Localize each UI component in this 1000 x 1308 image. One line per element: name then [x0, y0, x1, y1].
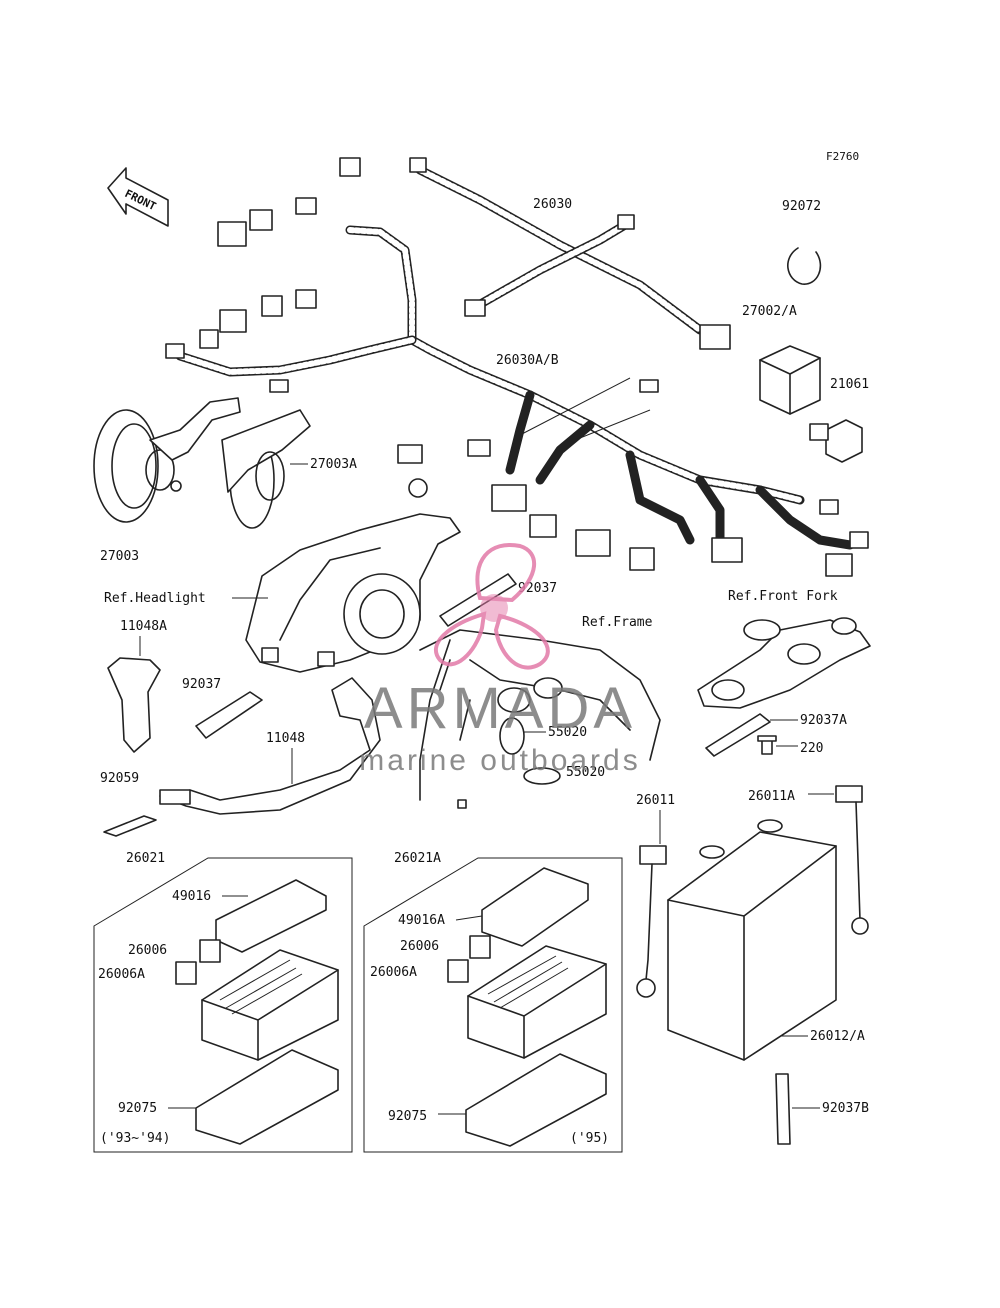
- fusebox-group-right: [363, 857, 623, 1153]
- frame-ref: [419, 629, 661, 809]
- label-ref-front-fork: Ref.Front Fork: [728, 589, 838, 604]
- label-92037-left: 92037: [182, 677, 221, 692]
- cable-26011: [636, 845, 667, 998]
- band-92037-top: [439, 573, 517, 627]
- label-55020-a: 55020: [548, 725, 587, 740]
- connector-21061: [809, 419, 863, 463]
- label-11048a: 11048A: [120, 619, 167, 634]
- label-92072: 92072: [782, 199, 821, 214]
- label-92075-right: 92075: [388, 1109, 427, 1124]
- band-92037a: [705, 713, 771, 757]
- main-harness-26030: [409, 157, 731, 350]
- front-arrow-icon: FRONT: [107, 167, 169, 227]
- label-26011a: 26011A: [748, 789, 795, 804]
- label-26030: 26030: [533, 197, 572, 212]
- label-27002: 27002/A: [742, 304, 797, 319]
- label-27003: 27003: [100, 549, 139, 564]
- harness-26030ab: [165, 157, 869, 577]
- horn-27003a: [221, 409, 311, 529]
- years-left: ('93~'94): [100, 1131, 170, 1146]
- label-26006-right: 26006: [400, 939, 439, 954]
- watermark-brand: ARMADA: [364, 676, 636, 741]
- label-ref-headlight: Ref.Headlight: [104, 591, 206, 606]
- label-27003a: 27003A: [310, 457, 357, 472]
- label-26030ab: 26030A/B: [496, 353, 559, 368]
- band-92037-left: [195, 691, 263, 739]
- grommet-55020-b: [523, 767, 561, 785]
- label-26006a-left: 26006A: [98, 967, 145, 982]
- label-26011: 26011: [636, 793, 675, 808]
- clamp-92072: [787, 247, 822, 285]
- propeller-icon: [433, 542, 550, 670]
- label-ref-frame: Ref.Frame: [582, 615, 653, 630]
- pad-92059: [103, 815, 157, 837]
- label-220: 220: [800, 741, 823, 756]
- headlight-housing: [245, 513, 461, 673]
- fusebox-group-left: [93, 857, 353, 1153]
- label-11048: 11048: [266, 731, 305, 746]
- battery-26012: [667, 819, 837, 1061]
- front-fork-bracket: [697, 617, 871, 709]
- label-26021: 26021: [126, 851, 165, 866]
- label-26006a-right: 26006A: [370, 965, 417, 980]
- label-49016: 49016: [172, 889, 211, 904]
- label-92037b: 92037B: [822, 1101, 869, 1116]
- grommet-55020-a: [499, 717, 525, 755]
- label-26021a: 26021A: [394, 851, 441, 866]
- label-26006-left: 26006: [128, 943, 167, 958]
- figure-code: F2760: [826, 150, 859, 163]
- bolt-220: [757, 735, 777, 755]
- armada-watermark-logo: ARMADA marine outboards: [359, 542, 640, 777]
- bracket-11048: [159, 677, 381, 815]
- watermark-tagline: marine outboards: [359, 744, 640, 777]
- bracket-11048a: [107, 657, 161, 753]
- label-49016a: 49016A: [398, 913, 445, 928]
- years-right: ('95): [570, 1131, 609, 1146]
- label-92037a: 92037A: [800, 713, 847, 728]
- horn-27003: [93, 397, 241, 523]
- cable-26011a: [835, 785, 869, 935]
- label-26012: 26012/A: [810, 1029, 865, 1044]
- label-92059: 92059: [100, 771, 139, 786]
- label-55020-b: 55020: [566, 765, 605, 780]
- label-21061: 21061: [830, 377, 869, 392]
- strap-92037b: [775, 1073, 791, 1145]
- label-92075-left: 92075: [118, 1101, 157, 1116]
- relay-27002: [759, 345, 821, 415]
